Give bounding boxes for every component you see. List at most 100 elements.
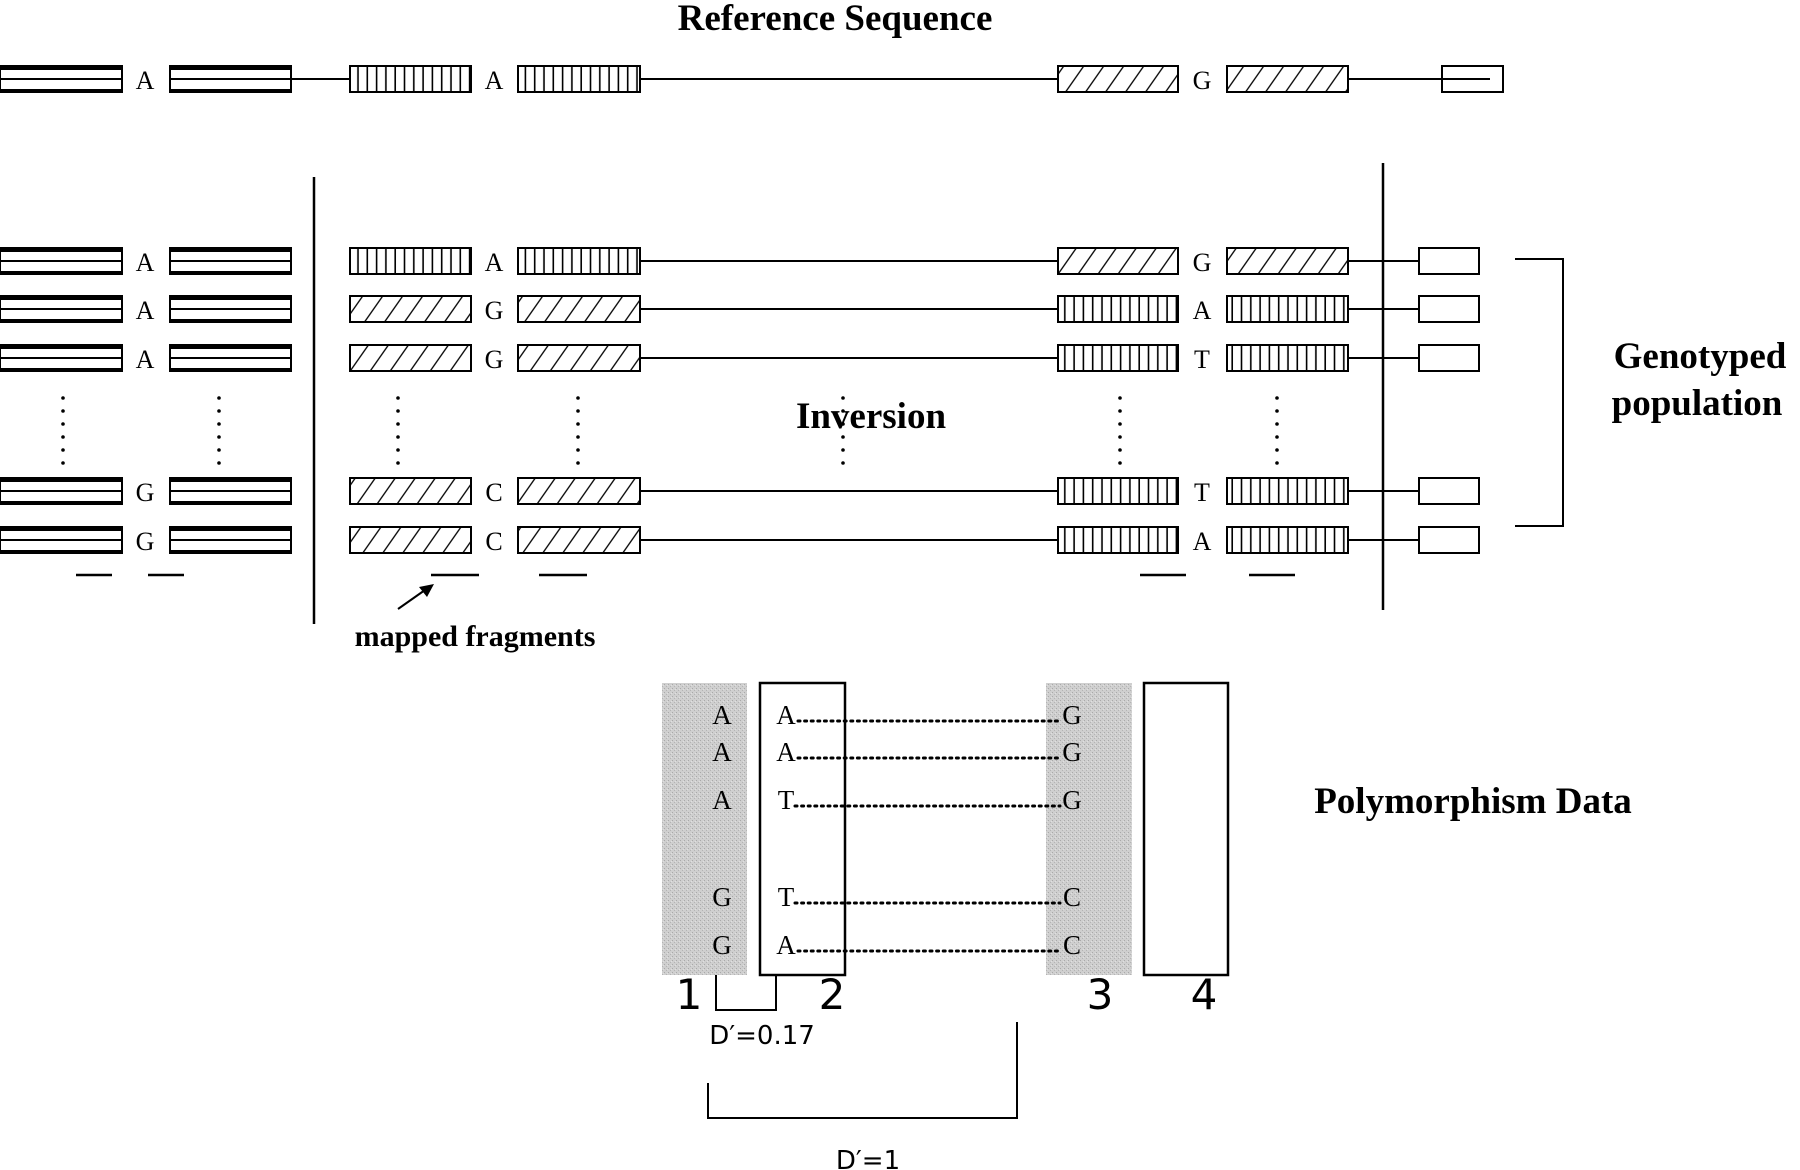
allele-label: G xyxy=(485,296,504,325)
genotype-col2: A xyxy=(776,930,796,960)
genotype-col1: G xyxy=(712,930,732,960)
genotyped-label-line2: population xyxy=(1612,383,1783,424)
ellipsis-dot xyxy=(1275,461,1279,465)
allele-label: G xyxy=(1193,248,1212,277)
genotype-col3: C xyxy=(1063,930,1081,960)
d-prime-label-1-2: D′=0.17 xyxy=(709,1021,815,1051)
ellipsis-dot xyxy=(576,435,580,439)
allele-label: A xyxy=(136,345,155,374)
allele-label: G xyxy=(1193,66,1212,95)
ellipsis-dot xyxy=(217,409,221,413)
ellipsis-dot xyxy=(576,396,580,400)
exon-block-double-bar xyxy=(169,344,292,372)
allele-label: A xyxy=(1193,296,1212,325)
exon-outline xyxy=(1418,295,1480,323)
exon-fill xyxy=(1057,247,1179,275)
exon-block-open-end xyxy=(1418,295,1480,323)
exon-block-diagonal-hatch xyxy=(517,344,641,372)
genotype-col2: T xyxy=(778,785,795,815)
ellipsis-dot xyxy=(61,461,65,465)
ellipsis-dot xyxy=(1118,448,1122,452)
exon-block-diagonal-hatch xyxy=(1057,65,1179,93)
exon-block-vertical-stripe xyxy=(1057,295,1179,323)
exon-outline xyxy=(1418,247,1480,275)
exon-fill xyxy=(517,344,641,372)
ellipsis-dot xyxy=(841,435,845,439)
genotype-col3: G xyxy=(1062,737,1082,767)
exon-outline xyxy=(1418,344,1480,372)
ellipsis-dot xyxy=(841,422,845,426)
allele-label: A xyxy=(136,296,155,325)
polymorphism-data-label: Polymorphism Data xyxy=(1314,781,1632,822)
ellipsis-dot xyxy=(1275,422,1279,426)
ellipsis-dot xyxy=(217,396,221,400)
exon-block-double-bar xyxy=(0,477,123,505)
exon-block-double-bar xyxy=(0,295,123,323)
ellipsis-dot xyxy=(61,422,65,426)
ellipsis-dot xyxy=(217,448,221,452)
ellipsis-dot xyxy=(1275,409,1279,413)
exon-block-double-bar xyxy=(0,65,123,93)
ellipsis-dot xyxy=(841,461,845,465)
ellipsis-dot xyxy=(841,448,845,452)
ellipsis-dot xyxy=(841,396,845,400)
exon-block-vertical-stripe xyxy=(517,65,641,93)
ellipsis-dot xyxy=(576,409,580,413)
exon-block-diagonal-hatch xyxy=(517,477,641,505)
exon-block-vertical-stripe xyxy=(1226,477,1349,505)
genotype-col2: T xyxy=(778,882,795,912)
exon-fill xyxy=(517,65,641,93)
inversion-continuation-dots xyxy=(841,396,845,465)
exon-fill xyxy=(517,526,641,554)
genotype-col1: G xyxy=(712,882,732,912)
allele-label: G xyxy=(136,527,155,556)
exon-block-diagonal-hatch xyxy=(349,295,472,323)
exon-block-open-end xyxy=(1418,477,1480,505)
exon-fill xyxy=(349,247,472,275)
exon-block-vertical-stripe xyxy=(1057,477,1179,505)
exon-block-vertical-stripe xyxy=(349,247,472,275)
exon-block-open-end xyxy=(1418,344,1480,372)
ellipsis-dot xyxy=(217,461,221,465)
exon-block-diagonal-hatch xyxy=(517,295,641,323)
genotype-col3: C xyxy=(1063,882,1081,912)
genotype-col2: A xyxy=(776,737,796,767)
exon-fill xyxy=(1057,526,1179,554)
exon-block-open-end xyxy=(1418,247,1480,275)
exon-block-diagonal-hatch xyxy=(349,526,472,554)
allele-label: T xyxy=(1194,345,1210,374)
exon-block-double-bar xyxy=(0,344,123,372)
allele-label: A xyxy=(1193,527,1212,556)
exon-block-vertical-stripe xyxy=(1226,344,1349,372)
ellipsis-dot xyxy=(1118,435,1122,439)
genotype-col1: A xyxy=(712,700,732,730)
ellipsis-dot xyxy=(1275,435,1279,439)
exon-outline xyxy=(1418,477,1480,505)
exon-block-vertical-stripe xyxy=(517,247,641,275)
ellipsis-dot xyxy=(61,448,65,452)
allele-label: C xyxy=(485,478,502,507)
ellipsis-dot xyxy=(396,461,400,465)
exon-block-vertical-stripe xyxy=(1226,295,1349,323)
exon-fill xyxy=(1226,344,1349,372)
allele-label: A xyxy=(136,248,155,277)
exon-block-diagonal-hatch xyxy=(1057,247,1179,275)
exon-fill xyxy=(1226,65,1349,93)
mapped-fragments-label: mapped fragments xyxy=(355,620,596,653)
exon-fill xyxy=(517,295,641,323)
exon-block-double-bar xyxy=(169,247,292,275)
ellipsis-dot xyxy=(396,435,400,439)
ld-bracket-1-3 xyxy=(707,1022,1018,1119)
exon-fill xyxy=(517,247,641,275)
allele-label: A xyxy=(485,248,504,277)
exon-block-vertical-stripe xyxy=(1057,526,1179,554)
genotype-col1: A xyxy=(712,785,732,815)
exon-fill xyxy=(1226,526,1349,554)
ellipsis-dot xyxy=(396,409,400,413)
